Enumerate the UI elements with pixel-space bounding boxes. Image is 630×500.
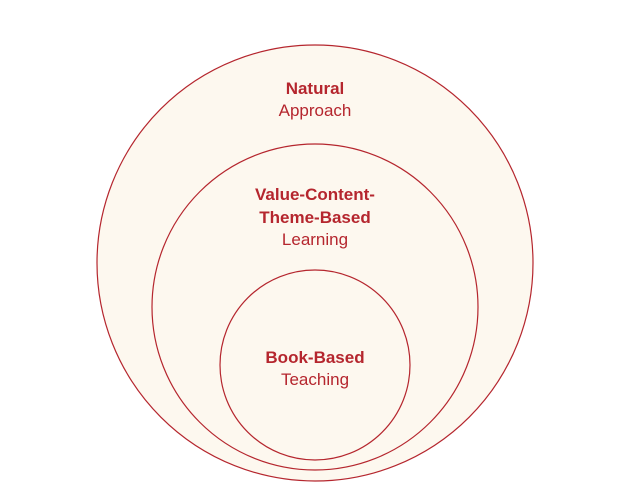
middle-circle-subtitle: Learning [282, 230, 348, 249]
inner-circle-title: Book-Based [265, 348, 364, 367]
middle-circle-title-line1: Value-Content- [255, 185, 375, 204]
inner-circle [219, 269, 411, 461]
outer-circle-subtitle: Approach [279, 101, 352, 120]
outer-circle-title: Natural [286, 79, 345, 98]
inner-circle-subtitle: Teaching [281, 370, 349, 389]
middle-circle-title-line2: Theme-Based [259, 208, 370, 227]
